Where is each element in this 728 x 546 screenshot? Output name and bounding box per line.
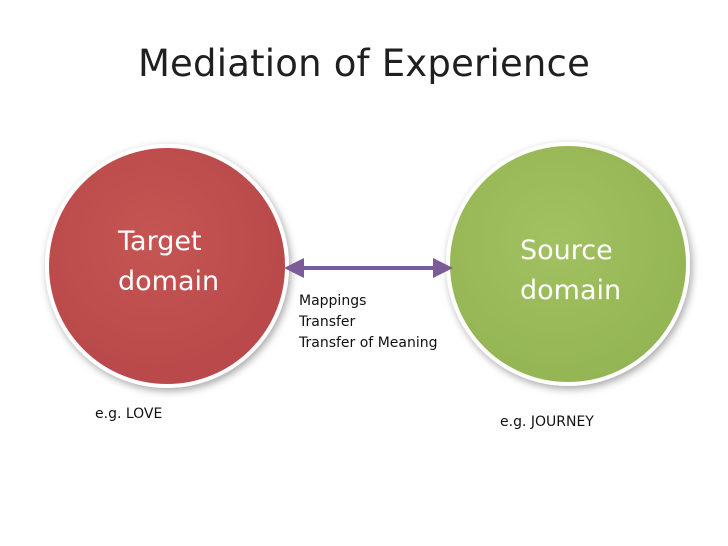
target-line2: domain — [118, 266, 220, 297]
mapping-labels: Mappings Transfer Transfer of Meaning — [299, 291, 437, 354]
source-line1: Source — [520, 235, 613, 266]
slide-title: Mediation of Experience — [137, 42, 591, 85]
source-line2: domain — [520, 275, 622, 306]
target-line1: Target — [118, 226, 202, 257]
target-example: e.g. LOVE — [95, 406, 163, 422]
source-example: e.g. JOURNEY — [500, 414, 594, 430]
mapping-label: Mappings — [299, 293, 367, 309]
transfer-of-meaning-label: Transfer of Meaning — [299, 335, 438, 351]
target-domain-label: Target domain — [118, 222, 219, 302]
source-domain-label: Source domain — [520, 231, 621, 311]
transfer-label: Transfer — [299, 314, 356, 330]
